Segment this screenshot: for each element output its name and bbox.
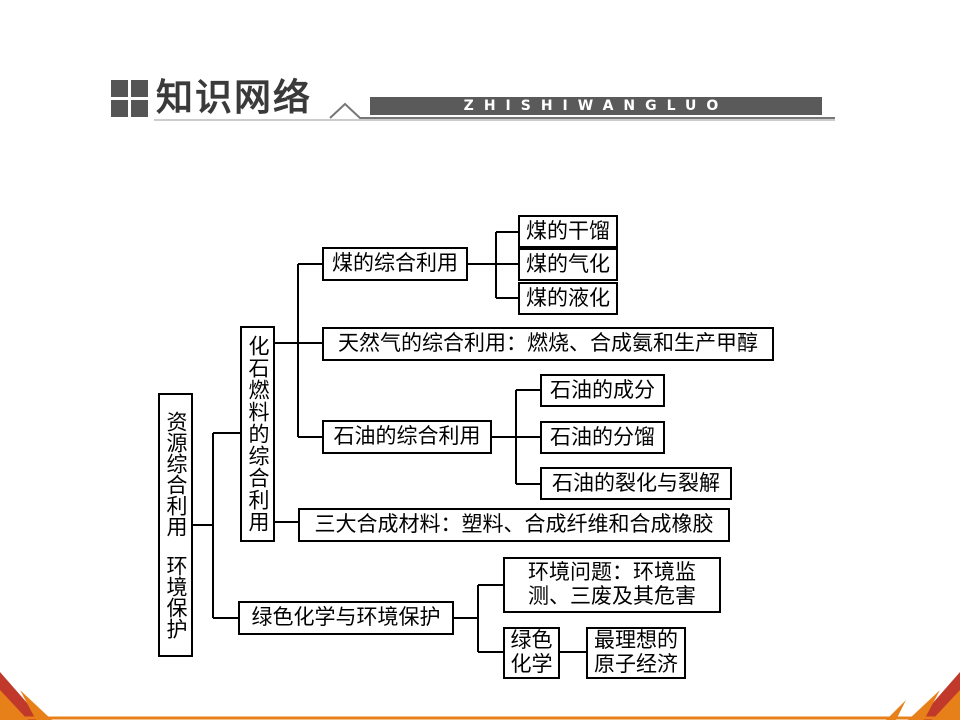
coal-node: 煤的综合利用 xyxy=(322,247,468,281)
oil-node: 石油的综合利用 xyxy=(322,420,492,454)
logo-square xyxy=(111,100,128,117)
green-chemistry-label: 绿色化学 xyxy=(510,628,553,676)
logo-square xyxy=(131,80,148,97)
green-chem-env-node: 绿色化学与环境保护 xyxy=(238,601,454,635)
oil-item-3: 石油的裂化与裂解 xyxy=(540,467,732,500)
fossil-fuel-node: 化石燃料的综合利用 xyxy=(240,326,275,542)
root-label-line2: 环境保护 xyxy=(164,555,188,639)
natural-gas-node: 天然气的综合利用：燃烧、合成氨和生产甲醇 xyxy=(322,327,774,361)
root-label-line1: 资源综合利用 xyxy=(164,411,188,537)
pinyin-banner: ZHISHIWANGLUO xyxy=(370,97,822,115)
logo-square xyxy=(111,80,128,97)
logo-square xyxy=(131,100,148,117)
atom-economy-label: 最理想的原子经济 xyxy=(594,628,678,676)
green-chemistry-node: 绿色化学 xyxy=(503,627,560,679)
atom-economy-node: 最理想的原子经济 xyxy=(586,627,686,679)
coal-item-2: 煤的气化 xyxy=(518,248,618,281)
env-problem-node: 环境问题：环境监测、三废及其危害 xyxy=(503,557,721,613)
synthetic-materials-node: 三大合成材料：塑料、合成纤维和合成橡胶 xyxy=(298,508,730,542)
oil-item-1: 石油的成分 xyxy=(540,374,665,407)
fossil-fuel-label: 化石燃料的综合利用 xyxy=(246,335,270,533)
page-title: 知识网络 xyxy=(156,76,312,119)
oil-item-2: 石油的分馏 xyxy=(540,421,665,454)
root-node: 资源综合利用 环境保护 xyxy=(158,393,193,657)
coal-item-3: 煤的液化 xyxy=(518,282,618,315)
coal-item-1: 煤的干馏 xyxy=(518,215,618,248)
env-problem-label: 环境问题：环境监测、三废及其危害 xyxy=(528,560,696,608)
